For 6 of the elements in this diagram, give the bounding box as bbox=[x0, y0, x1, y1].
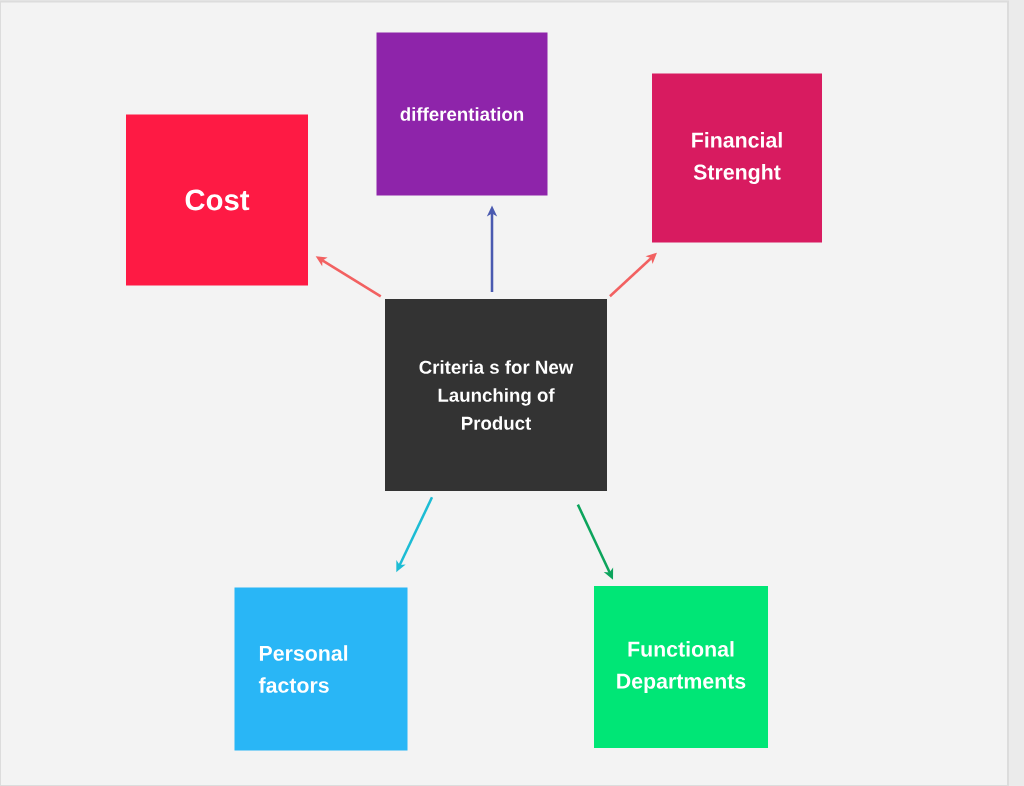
criterion-box: differentiation bbox=[376, 32, 548, 196]
criterion-box: Personal factors bbox=[234, 587, 408, 751]
topic-box: Criteria s for New Launching of Product bbox=[385, 299, 607, 491]
criterion-box: Financial Strenght bbox=[652, 73, 822, 243]
criterion-box: Functional Departments bbox=[594, 586, 768, 748]
criterion-box: Cost bbox=[126, 114, 308, 286]
